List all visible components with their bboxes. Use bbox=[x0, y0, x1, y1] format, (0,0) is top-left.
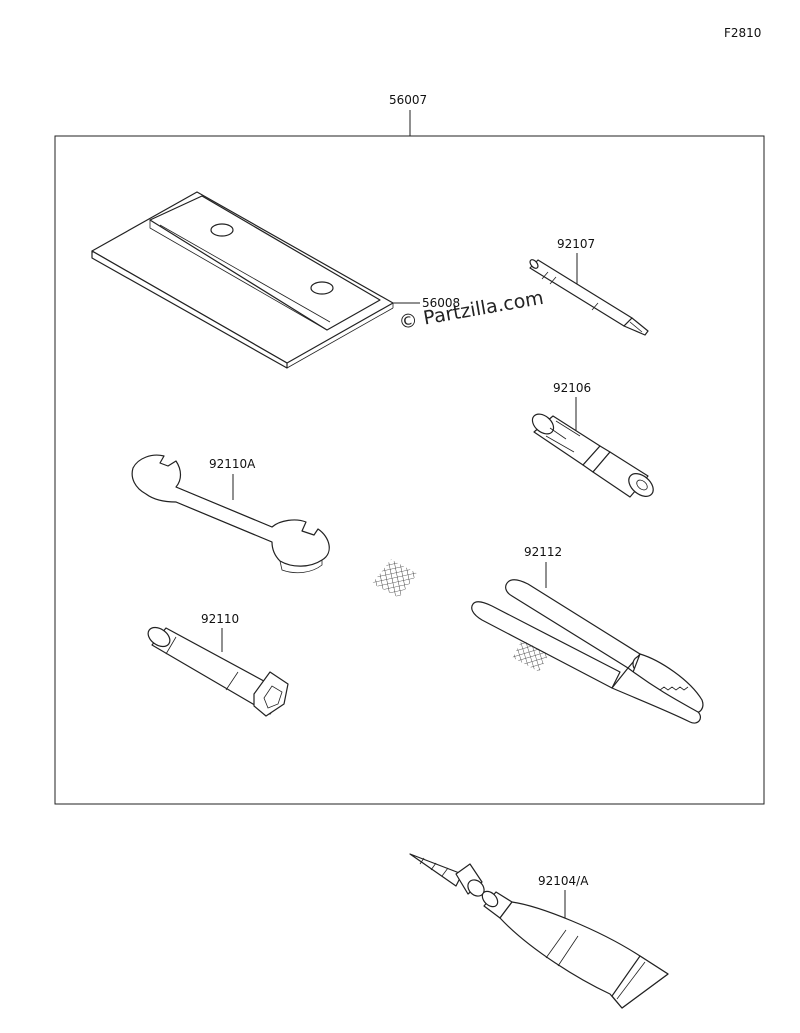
part-label-92112: 92112 bbox=[524, 545, 562, 559]
kit-frame bbox=[54, 135, 765, 805]
screwdriver-handle-icon bbox=[531, 413, 654, 498]
open-end-wrench-icon bbox=[131, 454, 330, 574]
part-label-92106: 92106 bbox=[553, 381, 591, 395]
plug-wrench-icon bbox=[147, 626, 289, 717]
repair-kit-icon bbox=[409, 853, 669, 1009]
part-label-92110A: 92110A bbox=[209, 457, 256, 471]
part-label-92104A: 92104/A bbox=[538, 874, 589, 888]
part-label-92110: 92110 bbox=[201, 612, 239, 626]
pliers-icon bbox=[372, 559, 704, 724]
figure-code: F2810 bbox=[724, 26, 761, 40]
watermark: © Partzilla.com bbox=[397, 287, 545, 334]
tool-bag-icon bbox=[91, 191, 394, 369]
screwdriver-bit-icon bbox=[529, 259, 649, 336]
part-label-56008: 56008 bbox=[422, 296, 460, 310]
part-label-56007: 56007 bbox=[389, 93, 427, 107]
part-label-92107: 92107 bbox=[557, 237, 595, 251]
